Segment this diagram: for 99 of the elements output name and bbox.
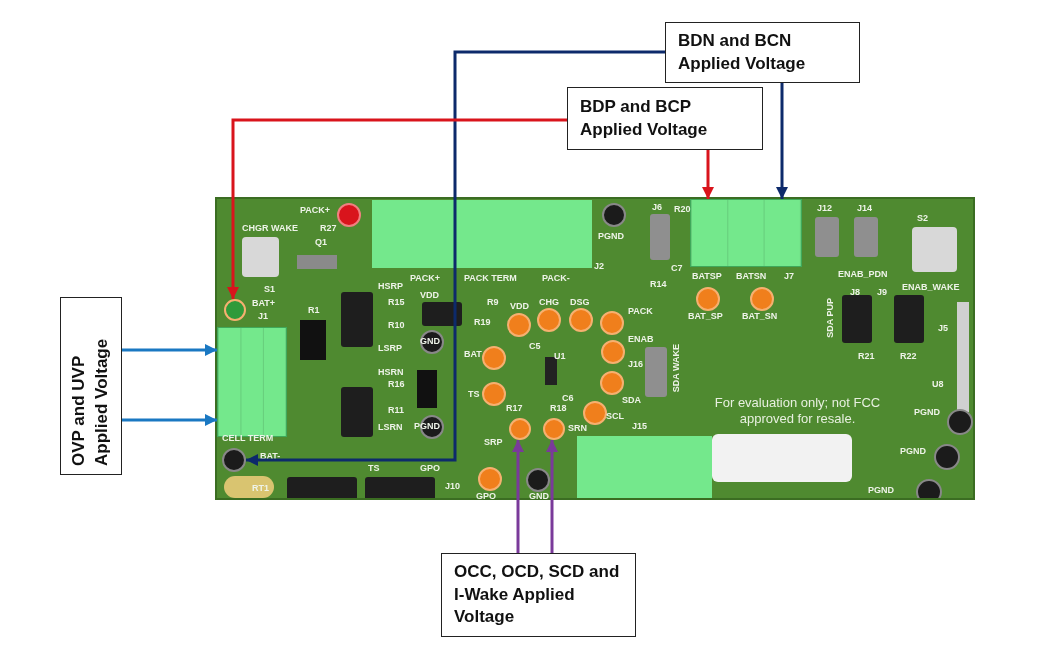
silkscreen-label: ENAB [628,335,654,344]
silkscreen-label: PACK TERM [464,274,517,283]
silkscreen-label: TS [468,390,480,399]
silkscreen-label: Q1 [315,238,327,247]
callout-box [60,297,122,475]
test-pad [224,299,246,321]
test-pad [509,418,531,440]
silkscreen-label: PGND [414,422,440,431]
silkscreen-label: R9 [487,298,499,307]
silkscreen-label: J16 [628,360,644,369]
arrow [512,440,524,553]
silkscreen-label: R16 [388,380,405,389]
silkscreen-label: GPO [420,464,440,473]
silkscreen-label: PACK+ [300,206,331,215]
terminal-block [217,327,287,437]
silkscreen-label: CELL TERM [222,434,274,443]
silkscreen-label: J2 [594,262,604,271]
silkscreen-label: VDD [420,291,439,300]
silkscreen-label: J10 [445,482,461,491]
silkscreen-label: R15 [388,298,405,307]
silkscreen-label: J9 [877,288,887,297]
silkscreen-label: U1 [554,352,566,361]
silkscreen-label: PGND [598,232,624,241]
silkscreen-label: TS [368,464,380,473]
silkscreen-label: R22 [900,352,917,361]
silkscreen-label: GPO [476,492,496,501]
callout-text: BDP and BCP Applied Voltage [580,95,709,141]
arrow [122,344,217,356]
silkscreen-label: S2 [917,214,928,223]
arrow [546,440,558,553]
silkscreen-label: DSG [570,298,590,307]
terminal-block [690,199,802,267]
silkscreen-label: BAT+ [252,299,276,308]
silkscreen-label: GND [420,337,440,346]
callout-box [567,87,763,150]
silkscreen-label: GND [529,492,549,501]
arrow [776,83,788,199]
silkscreen-label: BAT_SN [742,312,778,321]
silkscreen-label: ENAB_WAKE [902,283,960,292]
silkscreen-label: BAT_SP [688,312,723,321]
silkscreen-label: R21 [858,352,875,361]
silkscreen-label: PGND [900,447,926,456]
silkscreen-label: J7 [784,272,794,281]
silkscreen-label: R19 [474,318,491,327]
silkscreen-label: PACK- [542,274,570,283]
silkscreen-label: RT1 [252,484,269,493]
test-pad [222,448,246,472]
silkscreen-label: R1 [308,306,320,315]
silkscreen-label: J12 [817,204,833,213]
silkscreen-label: BATSP [692,272,722,281]
silkscreen-label: SRP [484,438,503,447]
silkscreen-label: HSRN [378,368,404,377]
silkscreen-label: J15 [632,422,648,431]
silkscreen-label: BATSN [736,272,767,281]
test-pad [543,418,565,440]
silkscreen-label: R18 [550,404,567,413]
silkscreen-label: HSRP [378,282,403,291]
silkscreen-label: C6 [562,394,574,403]
silkscreen-label: S1 [264,285,275,294]
silkscreen-label: J6 [652,203,662,212]
silkscreen-label: BAT- [260,452,281,461]
silkscreen-label: R10 [388,321,405,330]
silkscreen-label: R14 [650,280,667,289]
callout-text: OCC, OCD, SCD and I-Wake Applied Voltage [454,560,621,629]
callout-text: OVP and UVP Applied Voltage [68,337,112,466]
silkscreen-label: R27 [320,224,337,233]
silkscreen-label: SCL [606,412,624,421]
silkscreen-label: R17 [506,404,523,413]
silkscreen-label: J1 [258,312,268,321]
silkscreen-label: PGND [868,486,894,495]
callout-text: BDN and BCN Applied Voltage [678,29,807,75]
arrow [227,118,567,299]
silkscreen-label: J14 [857,204,873,213]
callout-box [441,553,636,637]
silkscreen-label: VDD [510,302,529,311]
silkscreen-label: CHG [539,298,559,307]
silkscreen-label: R20 [674,205,691,214]
silkscreen-label: PACK [628,307,653,316]
silkscreen-label: LSRP [378,344,402,353]
silkscreen-label: C7 [671,264,683,273]
silkscreen-label: SDA PUP [826,298,835,338]
arrow [702,150,714,199]
silkscreen-label: ENAB_PDN [838,270,888,279]
silkscreen-label: J8 [850,288,860,297]
arrow [122,414,217,426]
silkscreen-label: LSRN [378,423,403,432]
callout-box [665,22,860,83]
silkscreen-label: SDA WAKE [672,344,681,393]
silkscreen-label: PGND [914,408,940,417]
silkscreen-label: C5 [529,342,541,351]
silkscreen-label: R11 [388,406,404,415]
silkscreen-label: U8 [932,380,944,389]
silkscreen-label: BAT [464,350,482,359]
silkscreen-label: SDA [622,396,641,405]
silkscreen-label: PACK+ [410,274,441,283]
silkscreen-label: CHGR WAKE [242,224,298,233]
silkscreen-label: J5 [938,324,948,333]
arrow [246,50,665,466]
disclaimer-text: For evaluation only; not FCC approved for resale. [713,395,882,427]
